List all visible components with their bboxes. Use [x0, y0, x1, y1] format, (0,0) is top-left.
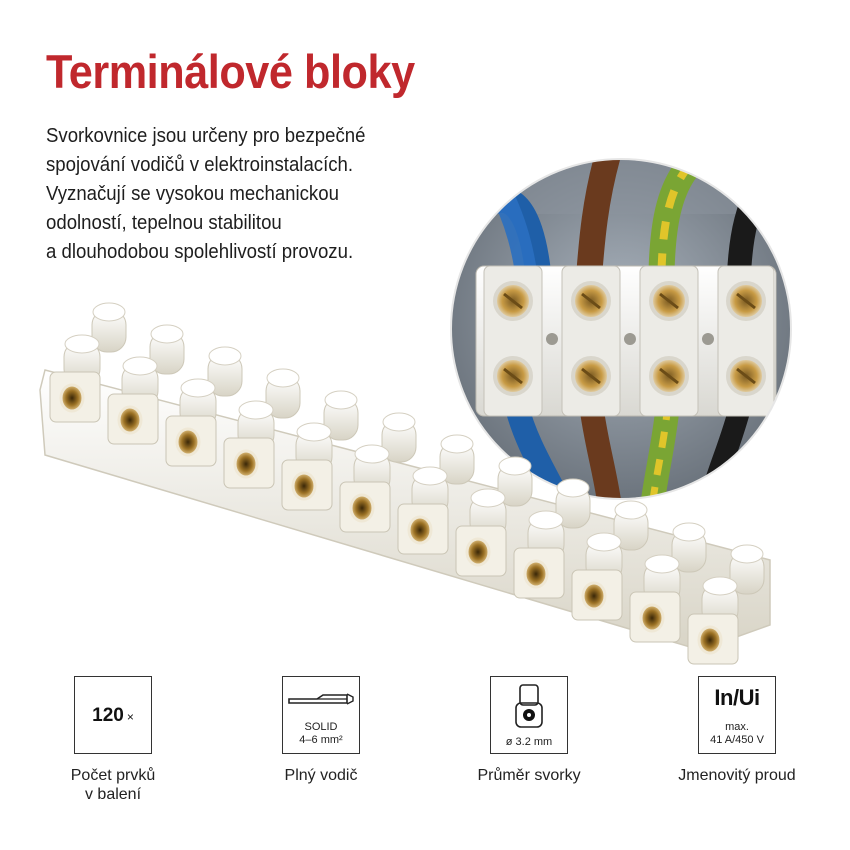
feature-caption: Plný vodič — [284, 767, 358, 784]
terminal-unit — [107, 324, 185, 445]
count-box-icon: 120× — [74, 676, 152, 754]
feature-rating: In/Ui max. 41 A/450 V Jmenovitý proud — [657, 676, 817, 785]
rating-symbol: In/Ui — [714, 685, 760, 710]
terminal-unit — [455, 456, 533, 577]
feature-count: 120× Počet prvků v balení — [33, 676, 193, 804]
terminal-unit — [397, 434, 475, 555]
wire-glyph — [288, 693, 354, 705]
description-line: a dlouhodobou spolehlivostí provozu. — [46, 241, 354, 263]
description-line: odolností, tepelnou stabilitou — [46, 212, 282, 234]
page-title: Terminálové bloky — [46, 45, 415, 98]
description: Svorkovnice jsou určeny pro bezpečné spo… — [46, 122, 418, 267]
rating-value: 41 A/450 V — [710, 734, 764, 746]
terminal-unit — [281, 390, 359, 511]
terminal-unit — [165, 346, 243, 467]
terminal-strip — [39, 302, 771, 665]
terminal-unit — [339, 412, 417, 533]
solid-label: SOLID — [304, 721, 338, 733]
description-line: spojování vodičů v elektroinstalacích. — [46, 154, 354, 176]
feature-diameter: ø 3.2 mm Průměr svorky — [449, 676, 609, 785]
terminal-unit — [513, 478, 591, 599]
diameter-label: ø 3.2 mm — [505, 736, 553, 748]
feature-caption: Jmenovitý proud — [678, 767, 796, 784]
terminal-unit — [687, 544, 765, 665]
terminal-unit — [49, 302, 127, 423]
terminal-unit — [571, 500, 649, 621]
terminal-glyph — [515, 684, 543, 728]
solid-size: 4–6 mm² — [299, 734, 343, 746]
current-voltage-icon: In/Ui max. 41 A/450 V — [698, 676, 776, 754]
feature-solid-wire: SOLID 4–6 mm² Plný vodič — [241, 676, 401, 785]
installation-photo — [450, 158, 792, 500]
feature-row: 120× Počet prvků v balení SOLID 4–6 mm² … — [0, 676, 850, 850]
description-line: Svorkovnice jsou určeny pro bezpečné — [46, 125, 366, 147]
description-line: Vyznačují se vysokou mechanickou — [46, 183, 339, 205]
count-value: 120 — [92, 705, 124, 726]
terminal-unit — [629, 522, 707, 643]
feature-caption: Počet prvků v balení — [70, 767, 156, 803]
terminal-diameter-icon: ø 3.2 mm — [490, 676, 568, 754]
terminal-unit — [223, 368, 301, 489]
solid-wire-icon: SOLID 4–6 mm² — [282, 676, 360, 754]
count-unit: × — [126, 710, 134, 724]
rating-max: max. — [725, 721, 749, 733]
feature-caption: Průměr svorky — [477, 767, 581, 784]
